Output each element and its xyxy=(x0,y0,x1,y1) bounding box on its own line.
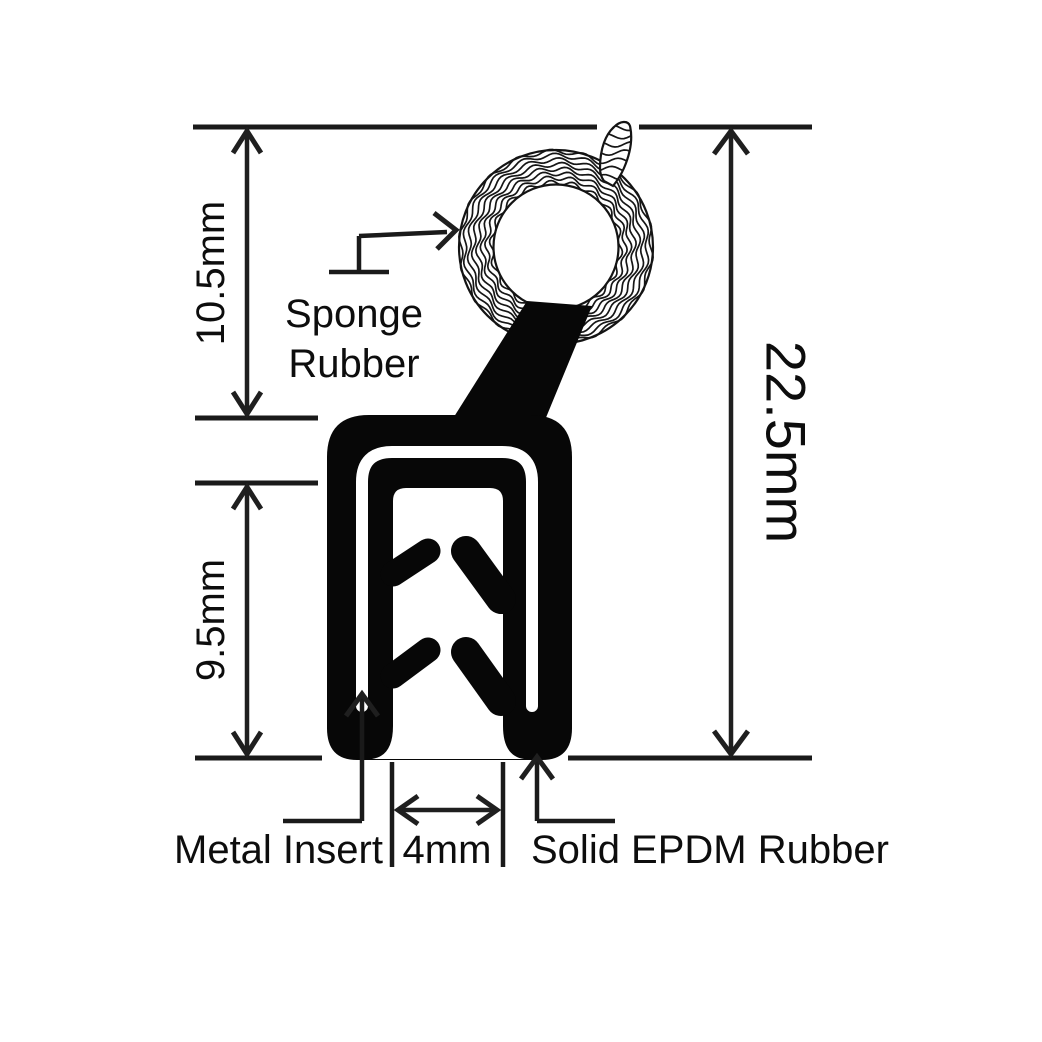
arrow-down-icon xyxy=(230,730,264,759)
arrow-left-icon xyxy=(393,793,420,827)
dim-label-gap-width: 4mm xyxy=(403,828,492,872)
arrow-up-icon xyxy=(343,689,381,718)
dimension-gap-width: 4mm xyxy=(389,762,506,872)
dimension-total-height: 22.5mm xyxy=(711,126,817,759)
grip-fin-lower-left xyxy=(380,637,441,689)
label-metal-insert: Metal Insert xyxy=(174,828,383,872)
inner-cavity xyxy=(393,488,503,759)
arrow-right-icon xyxy=(475,793,502,827)
dim-label-grip-height: 9.5mm xyxy=(189,559,233,681)
dimension-grip-height: 9.5mm xyxy=(189,482,264,759)
grip-fin-upper-right xyxy=(451,536,516,614)
label-solid-rubber: Solid EPDM Rubber xyxy=(531,828,889,872)
arrow-down-icon xyxy=(230,390,264,419)
label-sponge-line1: Sponge xyxy=(285,292,423,336)
bulb-stalk xyxy=(452,301,592,420)
arrow-down-icon xyxy=(711,729,751,759)
arrow-up-icon xyxy=(230,126,264,155)
arrow-up-icon xyxy=(518,752,556,781)
label-sponge-line2: Rubber xyxy=(288,342,419,386)
seal-body xyxy=(327,301,592,760)
leg-flare-right xyxy=(503,726,524,759)
callout-arm xyxy=(358,229,448,239)
callout-metal-insert: Metal Insert xyxy=(174,689,383,872)
grip-fin-lower-right xyxy=(451,637,516,716)
callout-sponge-rubber: Sponge Rubber xyxy=(285,211,460,386)
grip-fin-upper-left xyxy=(380,538,441,587)
dimension-sponge-height: 10.5mm xyxy=(189,126,264,419)
arrow-up-icon xyxy=(230,482,264,511)
dim-label-sponge-height: 10.5mm xyxy=(189,201,233,346)
sponge-inner-edge xyxy=(492,183,620,311)
dim-label-total-height: 22.5mm xyxy=(754,341,817,543)
datum-lines xyxy=(193,124,812,761)
arrow-right-icon xyxy=(432,211,460,251)
arrow-up-icon xyxy=(711,126,751,156)
leg-flare-left xyxy=(372,726,393,759)
callout-solid-rubber: Solid EPDM Rubber xyxy=(518,752,889,872)
metal-insert-slot xyxy=(356,446,538,712)
